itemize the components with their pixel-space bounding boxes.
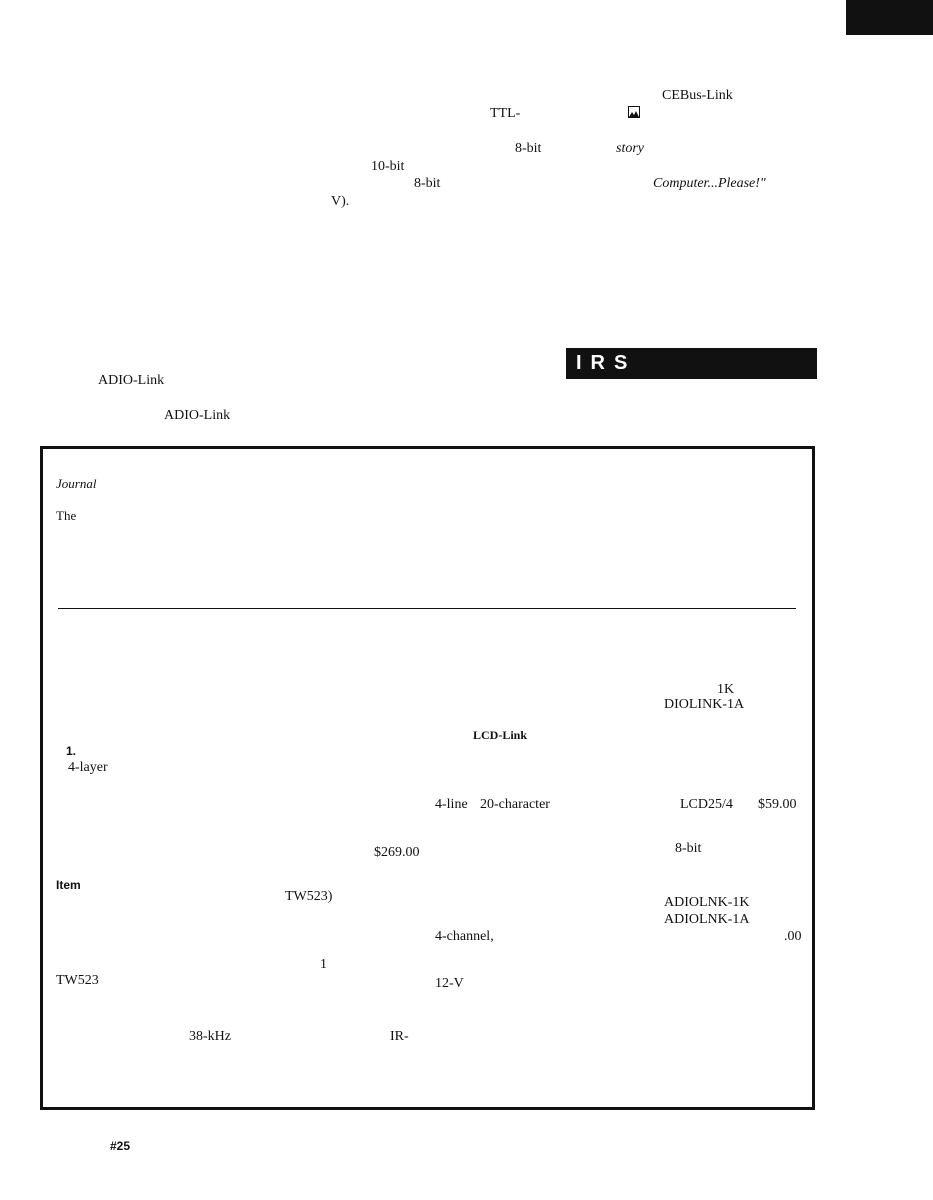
text-20-character: 20-character xyxy=(480,797,550,812)
text-diolink-1a: DIOLINK-1A xyxy=(664,697,745,712)
text-the: The xyxy=(56,508,77,523)
text-lcd25-4: LCD25/4 xyxy=(680,797,733,812)
text-list-number-1: 1. xyxy=(66,744,77,758)
page-number: #25 xyxy=(110,1139,131,1153)
text-journal: Journal xyxy=(56,476,97,491)
text-4-channel: 4-channel, xyxy=(435,929,494,944)
text-adio-link: ADIO-Link xyxy=(98,373,165,388)
text-8-bit: 8-bit xyxy=(515,141,542,156)
image-icon xyxy=(628,106,640,118)
text-38-khz: 38-kHz xyxy=(189,1029,231,1044)
text-computer-please: Computer...Please!" xyxy=(653,176,766,191)
corner-marker xyxy=(846,0,933,35)
sidebar-box xyxy=(40,446,815,1110)
text-1k: 1K xyxy=(717,682,735,697)
text-v-paren: V). xyxy=(331,194,350,209)
text-cebus-link: CEBus-Link xyxy=(662,88,733,103)
text-adiolnk-1k: ADIOLNK-1K xyxy=(664,895,750,910)
text-item: Item xyxy=(56,878,81,892)
text-price-269: $269.00 xyxy=(374,845,420,860)
text-adiolnk-1a: ADIOLNK-1A xyxy=(664,912,750,927)
text-dot-00: .00 xyxy=(784,929,802,944)
text-adio-link-2: ADIO-Link xyxy=(164,408,231,423)
text-story: story xyxy=(616,141,644,156)
text-tw523-paren: TW523) xyxy=(285,889,333,904)
text-ttl: TTL- xyxy=(490,106,521,121)
text-8-bit-2: 8-bit xyxy=(414,176,441,191)
text-4-line: 4-line xyxy=(435,797,468,812)
text-12-v: 12-V xyxy=(435,976,464,991)
text-price-59: $59.00 xyxy=(758,797,797,812)
horizontal-rule xyxy=(58,608,796,609)
text-lcd-link: LCD-Link xyxy=(473,728,528,742)
text-4-layer: 4-layer xyxy=(68,760,108,775)
text-8-bit-box: 8-bit xyxy=(675,841,702,856)
text-1: 1 xyxy=(320,957,327,972)
text-tw523: TW523 xyxy=(56,973,99,988)
irs-banner: IRS xyxy=(566,348,817,379)
text-10-bit: 10-bit xyxy=(371,159,405,174)
text-ir-dash: IR- xyxy=(390,1029,409,1044)
